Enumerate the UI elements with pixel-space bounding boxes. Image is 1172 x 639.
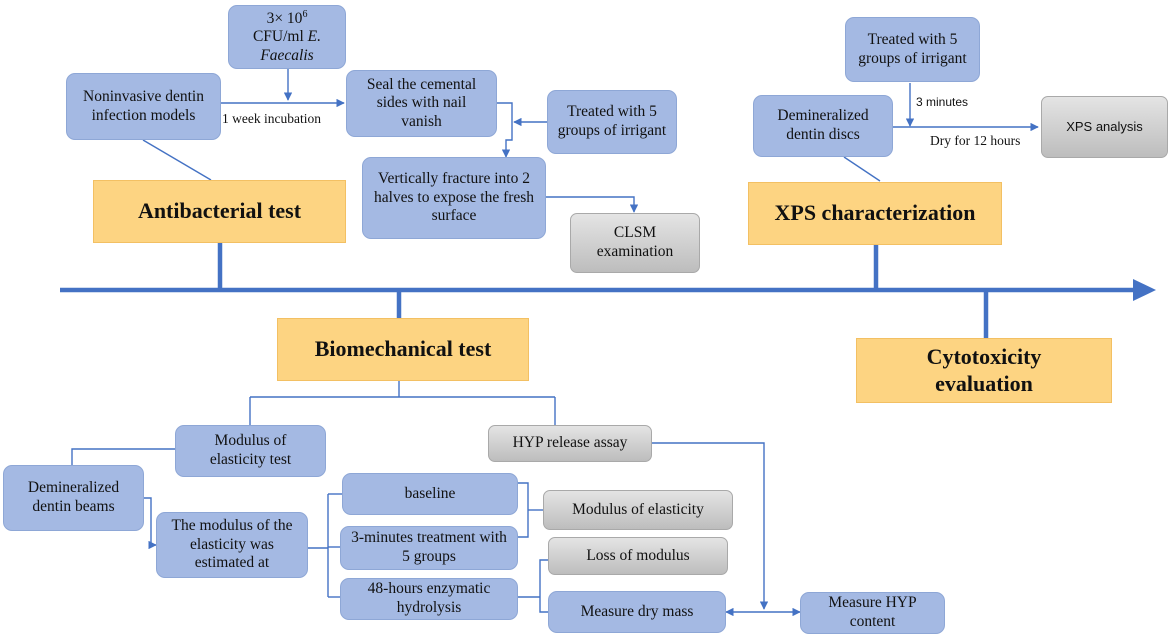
modulus-result-box: Modulus of elasticity [543, 490, 733, 530]
beams-to-estimated-arrow [144, 497, 157, 550]
inoculum-box: 3× 106 CFU/ml E. Faecalis [228, 5, 346, 69]
modulus-to-beams-link [71, 448, 175, 465]
fracture-box: Vertically fracture into 2 halves to exp… [362, 157, 546, 239]
xps-analysis-box: XPS analysis [1041, 96, 1168, 158]
dentin-beams-box: Demineralized dentin beams [3, 465, 144, 531]
loss-of-modulus-box: Loss of modulus [548, 537, 728, 575]
clsm-box: CLSM examination [570, 213, 700, 273]
result-bracket-upper [518, 482, 529, 538]
seal-to-fracture-arrow [497, 102, 513, 158]
xps-time-label: 3 minutes [916, 95, 969, 109]
baseline-box: baseline [342, 473, 518, 515]
xps-treated-box: Treated with 5 groups of irrigant [845, 17, 980, 82]
stage-cytotoxicity: Cytotoxicity evaluation [856, 338, 1112, 403]
dry-label: Dry for 12 hours [930, 133, 1021, 148]
hyp-assay-to-content-arrow [652, 442, 769, 610]
seal-box: Seal the cemental sides with nail vanish [346, 70, 497, 137]
incubation-label: 1 week incubation [222, 111, 321, 126]
stage-biomechanical: Biomechanical test [277, 318, 529, 381]
models-to-stage-link [142, 139, 212, 181]
stage-xps: XPS characterization [748, 182, 1002, 245]
hydrolysis-box: 48-hours enzymatic hydrolysis [340, 578, 518, 620]
treatment-box: 3-minutes treatment with 5 groups [340, 526, 518, 570]
result-bracket-lower [539, 559, 548, 613]
dry-mass-box: Measure dry mass [548, 591, 726, 633]
stage-antibacterial: Antibacterial test [93, 180, 346, 243]
infection-models-box: Noninvasive dentin infection models [66, 73, 221, 140]
timeline-arrowhead [1133, 279, 1156, 301]
discs-to-stage-link [843, 156, 881, 182]
hyp-assay-box: HYP release assay [488, 425, 652, 462]
hyp-content-box: Measure HYP content [800, 592, 945, 634]
dentin-discs-box: Demineralized dentin discs [753, 95, 893, 157]
modulus-test-box: Modulus of elasticity test [175, 425, 326, 477]
fracture-to-clsm-arrow [546, 196, 639, 213]
estimated-box: The modulus of the elasticity was estima… [156, 512, 308, 578]
antibacterial-treated-box: Treated with 5 groups of irrigant [547, 90, 677, 154]
